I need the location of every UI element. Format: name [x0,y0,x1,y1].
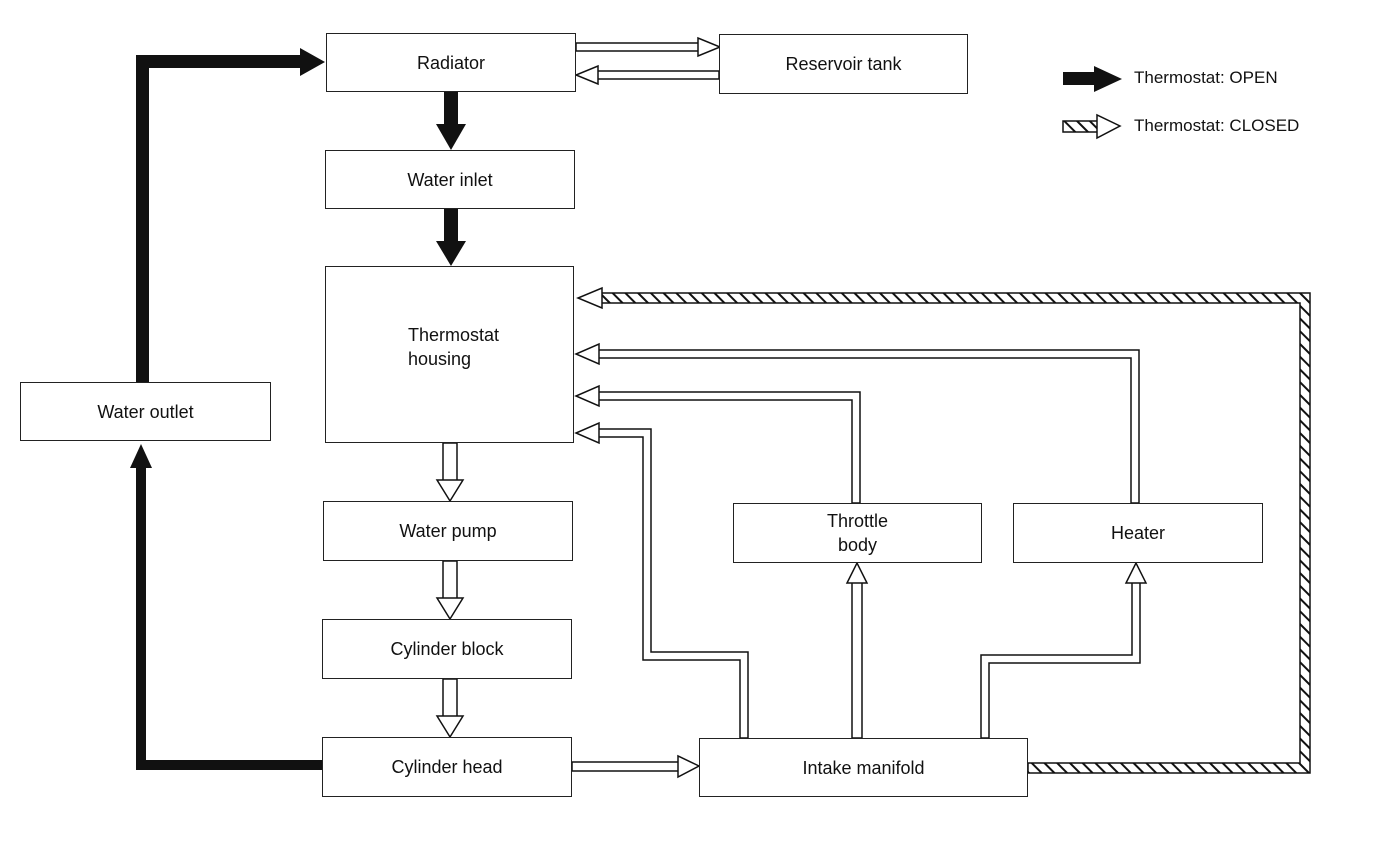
legend-closed-icon [1062,113,1122,140]
hollow-flow-paths [435,36,1148,779]
intake-manifold-box: Intake manifold [699,738,1028,797]
legend-closed-label: Thermostat: CLOSED [1134,116,1300,135]
heater-box: Heater [1013,503,1263,563]
open-flow-path [130,48,466,770]
throttle-body-box: Throttle body [733,503,982,563]
water-inlet-box: Water inlet [325,150,575,209]
water-outlet-box: Water outlet [20,382,271,441]
reservoir-tank-box: Reservoir tank [719,34,968,94]
cylinder-block-box: Cylinder block [322,619,572,679]
thermostat-housing-box: Thermostat housing [325,266,574,443]
legend-open-icon [1063,66,1122,92]
radiator-box: Radiator [326,33,576,92]
cylinder-head-box: Cylinder head [322,737,572,797]
legend-open-label: Thermostat: OPEN [1134,68,1278,87]
water-pump-box: Water pump [323,501,573,561]
closed-bypass-path [576,286,1311,774]
